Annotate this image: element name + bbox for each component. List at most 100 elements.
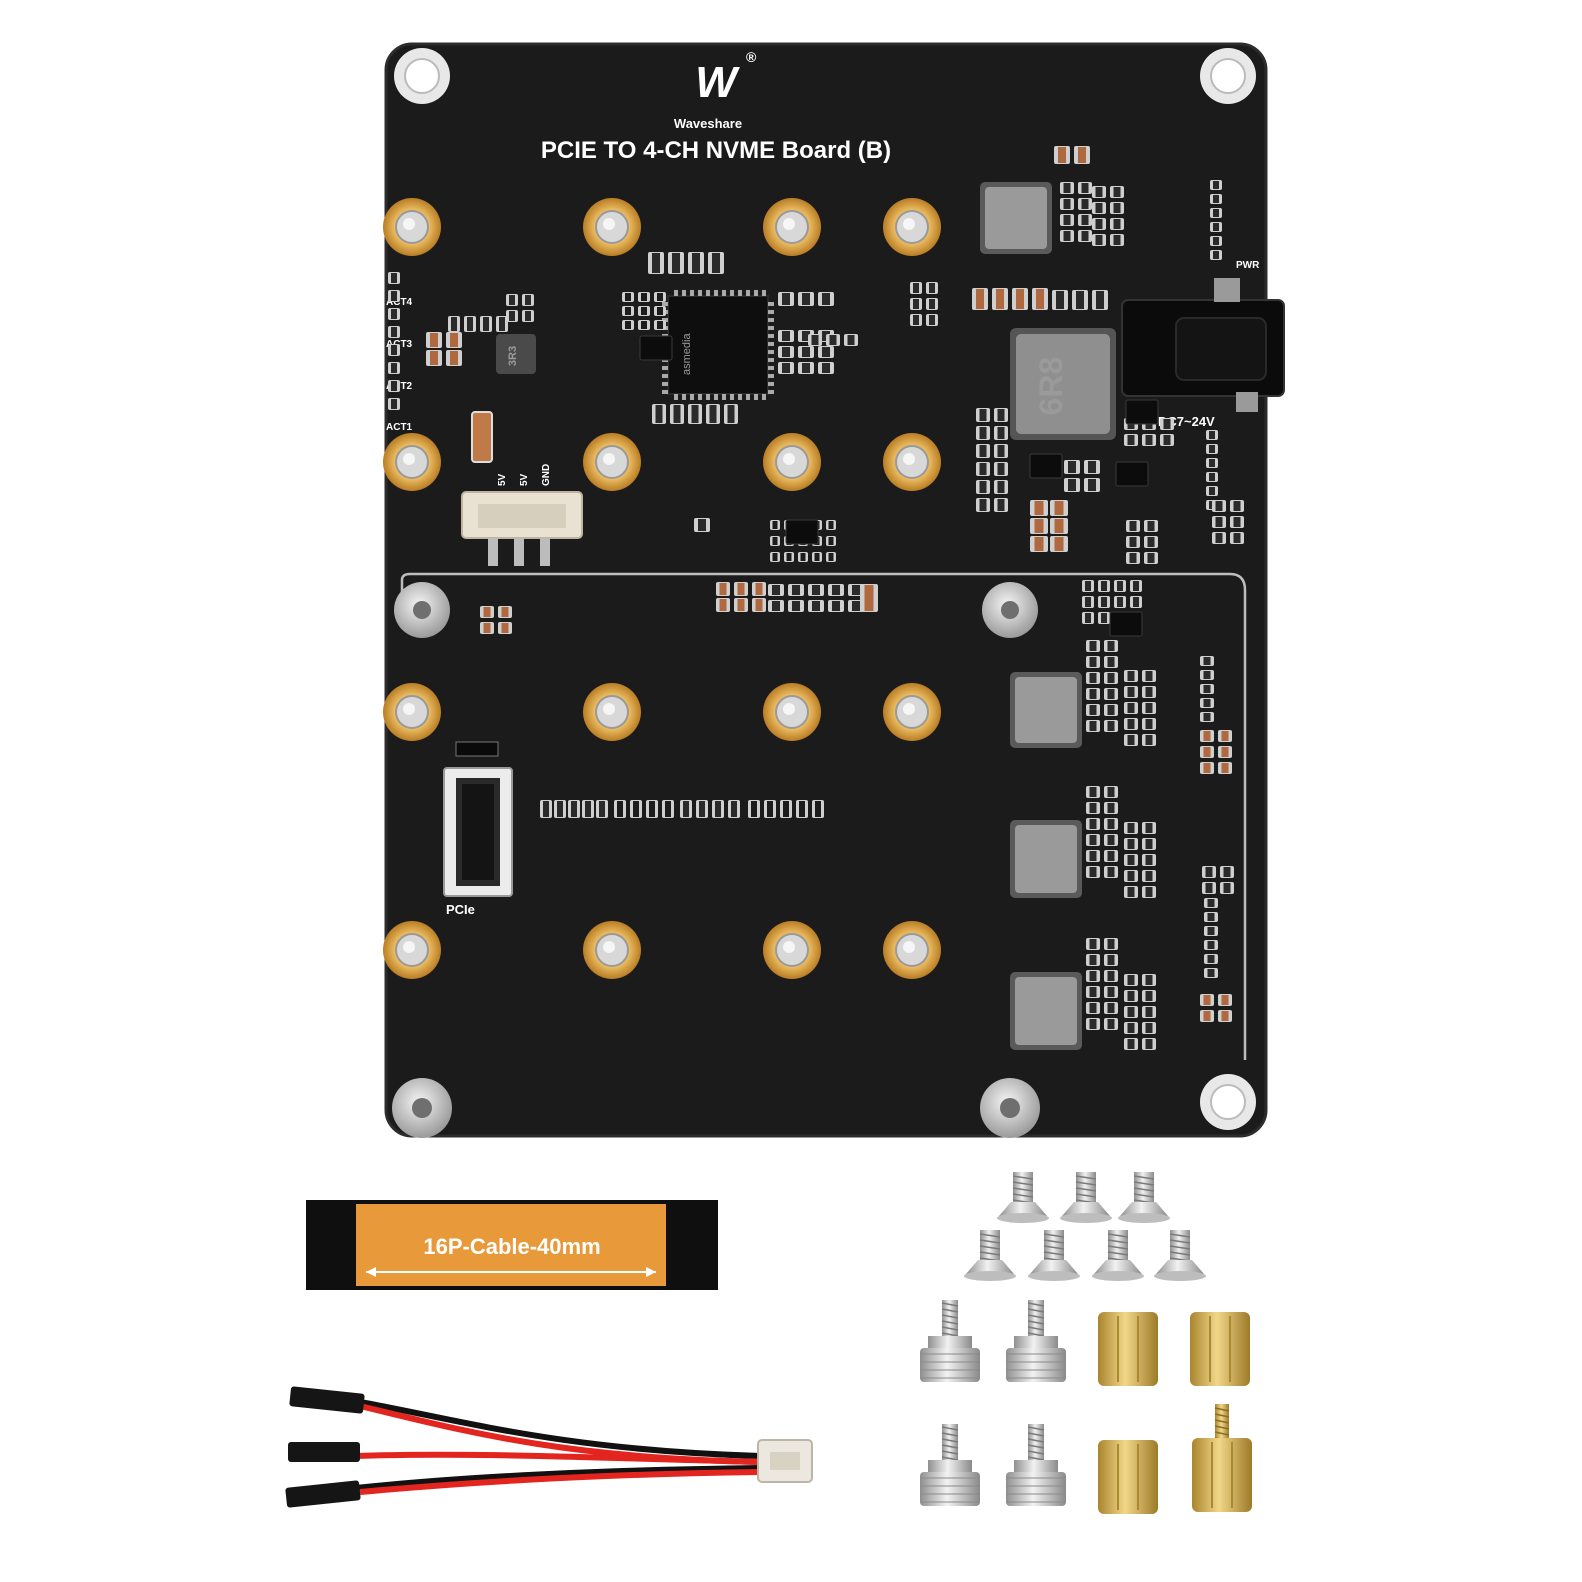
smd-part — [1204, 968, 1218, 978]
flat-head-screw-icon — [1118, 1172, 1170, 1223]
smd-part — [1142, 1022, 1156, 1034]
smd-part — [1092, 186, 1106, 198]
smd-part — [764, 800, 776, 818]
smd-part — [1110, 234, 1124, 246]
smd-part — [480, 606, 494, 618]
smd-part — [1144, 536, 1158, 548]
svg-text:4R7: 4R7 — [996, 198, 1021, 238]
smd-part — [1200, 746, 1214, 758]
smd-part — [1230, 532, 1244, 544]
smd-part — [1052, 290, 1068, 310]
smd-part — [1142, 434, 1156, 446]
smd-part — [1212, 516, 1226, 528]
smd-part — [1204, 940, 1218, 950]
chip-pin — [714, 394, 718, 400]
smd-part — [1142, 702, 1156, 714]
smd-part — [1204, 954, 1218, 964]
smd-part — [1104, 786, 1118, 798]
smd-part — [828, 584, 844, 596]
smd-part — [1110, 202, 1124, 214]
smd-part — [388, 326, 400, 338]
brass-standoff-icon — [1192, 1404, 1252, 1512]
smd-part — [1202, 866, 1216, 878]
smd-part — [1210, 180, 1222, 190]
mount-hole-icon — [1200, 1074, 1256, 1130]
smd-part — [994, 444, 1008, 458]
smd-part — [1104, 866, 1118, 878]
smd-part — [1086, 656, 1100, 668]
smd-part — [976, 462, 990, 476]
smd-part — [770, 520, 780, 530]
smd-part — [1060, 182, 1074, 194]
chip-pin — [762, 290, 766, 296]
smd-part — [926, 282, 938, 294]
chip-pin — [768, 366, 774, 370]
smd-part — [1130, 596, 1142, 608]
smd-part — [1050, 500, 1068, 516]
smd-part — [1050, 518, 1068, 534]
chip-pin — [768, 302, 774, 306]
smd-part — [1074, 146, 1090, 164]
smd-part — [1218, 762, 1232, 774]
smd-part — [910, 298, 922, 310]
dc-jack — [1121, 278, 1285, 412]
smd-part — [1092, 290, 1108, 310]
pcie-label: PCIe — [446, 902, 475, 917]
smd-part — [1142, 854, 1156, 866]
brand-name: Waveshare — [674, 116, 742, 131]
smd-part — [1098, 596, 1110, 608]
smd-part — [994, 408, 1008, 422]
gold-pad-icon — [763, 433, 821, 491]
smd-part — [1086, 1018, 1100, 1030]
chip-pin — [690, 290, 694, 296]
smd-part — [1086, 866, 1100, 878]
chip-pin — [662, 390, 668, 394]
board-title: PCIE TO 4-CH NVME Board (B) — [541, 137, 891, 164]
chip-pin — [754, 290, 758, 296]
smd-part — [1144, 520, 1158, 532]
smd-part — [1124, 822, 1138, 834]
smd-part — [1200, 730, 1214, 742]
smd-part — [1104, 850, 1118, 862]
chip-pin — [682, 394, 686, 400]
chip-pin — [674, 394, 678, 400]
smd-part — [778, 346, 794, 358]
smd-part — [752, 582, 766, 596]
smd-part — [638, 306, 650, 316]
smd-part — [1130, 580, 1142, 592]
smd-part — [818, 362, 834, 374]
smd-part — [1030, 536, 1048, 552]
smd-part — [446, 350, 462, 366]
chip-pin — [662, 302, 668, 306]
smd-part — [1064, 478, 1080, 492]
chip-pin — [722, 394, 726, 400]
chip-pin — [746, 394, 750, 400]
smd-part — [1124, 702, 1138, 714]
chip-pin — [714, 290, 718, 296]
smd-part — [826, 334, 840, 346]
smd-part — [728, 800, 740, 818]
smd-part — [638, 320, 650, 330]
smd-part — [1160, 434, 1174, 446]
flat-head-screw-icon — [1060, 1172, 1112, 1223]
smd-part — [464, 316, 476, 332]
svg-text:6R8: 6R8 — [1033, 357, 1069, 416]
svg-text:4R7: 4R7 — [1026, 994, 1051, 1034]
smd-part — [1124, 670, 1138, 682]
smd-part — [1098, 612, 1110, 624]
smd-part — [1204, 926, 1218, 936]
smd-part — [706, 404, 720, 424]
smd-part — [1092, 218, 1106, 230]
smd-part — [1160, 418, 1174, 430]
chip-pin — [662, 318, 668, 322]
small-inductor: 3R3 — [496, 334, 536, 374]
smd-part — [1086, 850, 1100, 862]
mounting-hardware — [920, 1172, 1252, 1514]
chip-pin — [754, 394, 758, 400]
smd-part — [1092, 202, 1106, 214]
smd-part — [770, 552, 780, 562]
smd-part — [694, 518, 710, 532]
smd-part — [1086, 818, 1100, 830]
smd-part — [1126, 552, 1140, 564]
